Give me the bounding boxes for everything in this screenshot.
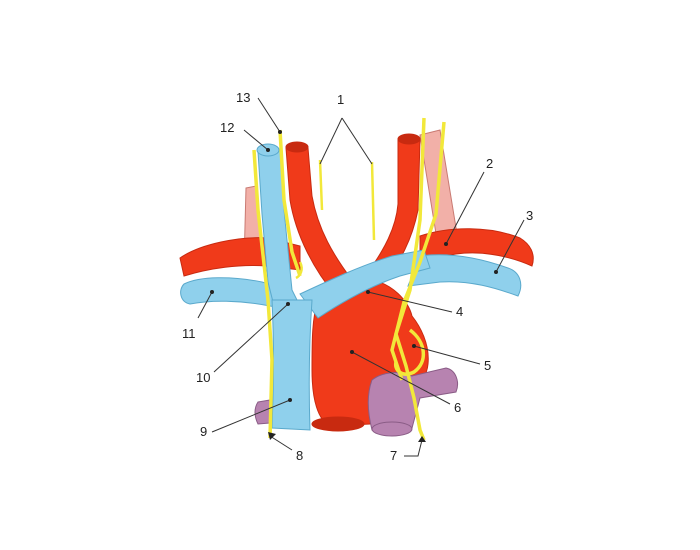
sympathetic-trunk-left — [318, 159, 324, 211]
nerves — [252, 117, 446, 441]
label-10: 10 — [196, 370, 210, 385]
right-subclavian-artery — [419, 228, 534, 267]
leader-12-dot — [266, 148, 270, 152]
label-4: 4 — [456, 304, 463, 319]
label-1: 1 — [337, 92, 344, 107]
leader-3 — [495, 219, 525, 273]
labels: 1 2 3 4 5 6 7 8 9 10 11 12 13 — [182, 90, 533, 463]
label-2: 2 — [486, 156, 493, 171]
leader-1-left — [319, 117, 343, 165]
label-3: 3 — [526, 208, 533, 223]
vagus-nerve-left — [278, 129, 302, 277]
leader-12 — [243, 129, 269, 151]
phrenic-nerve-left — [252, 149, 274, 439]
leader-7-arrow — [418, 436, 426, 442]
label-5: 5 — [484, 358, 491, 373]
right-vagus-nerve — [394, 117, 426, 441]
leader-11-dot — [210, 290, 214, 294]
nerve-branch-to-artery — [295, 261, 303, 280]
left-common-carotid-artery — [285, 143, 353, 297]
aorta-root-lumen — [311, 416, 365, 432]
right-subclavian-vein — [407, 254, 522, 297]
label-11: 11 — [182, 326, 196, 341]
label-7: 7 — [390, 448, 397, 463]
leader-13-dot — [278, 130, 282, 134]
leader-10-dot — [286, 302, 290, 306]
leader-9 — [211, 399, 291, 433]
label-12: 12 — [220, 120, 234, 135]
recurrent-laryngeal-loop — [393, 328, 425, 376]
leader-13 — [257, 97, 281, 133]
label-leaders — [197, 97, 525, 457]
superior-vena-cava — [271, 299, 313, 431]
leader-1-right — [341, 117, 373, 165]
leader-5 — [413, 345, 481, 365]
pulmonary-trunk-lumen — [371, 421, 413, 437]
label-8: 8 — [296, 448, 303, 463]
leader-6-dot — [350, 350, 354, 354]
label-9: 9 — [200, 424, 207, 439]
leader-9-dot — [288, 398, 292, 402]
leader-7 — [404, 439, 423, 457]
leader-2-dot — [444, 242, 448, 246]
leader-5-dot — [412, 344, 416, 348]
left-carotid-lumen — [285, 141, 309, 153]
leader-8-arrow — [268, 432, 276, 440]
right-phrenic-nerve — [390, 121, 446, 381]
leader-2 — [445, 171, 485, 245]
carotid-arteries — [285, 133, 421, 297]
leader-10 — [213, 303, 289, 373]
brachiocephalic-vein-crossing — [299, 249, 431, 319]
leader-4-dot — [366, 290, 370, 294]
leader-11 — [197, 291, 213, 319]
leader-6 — [351, 351, 451, 405]
leader-3-dot — [494, 270, 498, 274]
label-6: 6 — [454, 400, 461, 415]
leader-4 — [367, 291, 453, 313]
leader-8 — [269, 435, 293, 451]
label-13: 13 — [236, 90, 250, 105]
sympathetic-trunk-right — [370, 161, 376, 241]
right-carotid-lumen — [397, 133, 421, 145]
